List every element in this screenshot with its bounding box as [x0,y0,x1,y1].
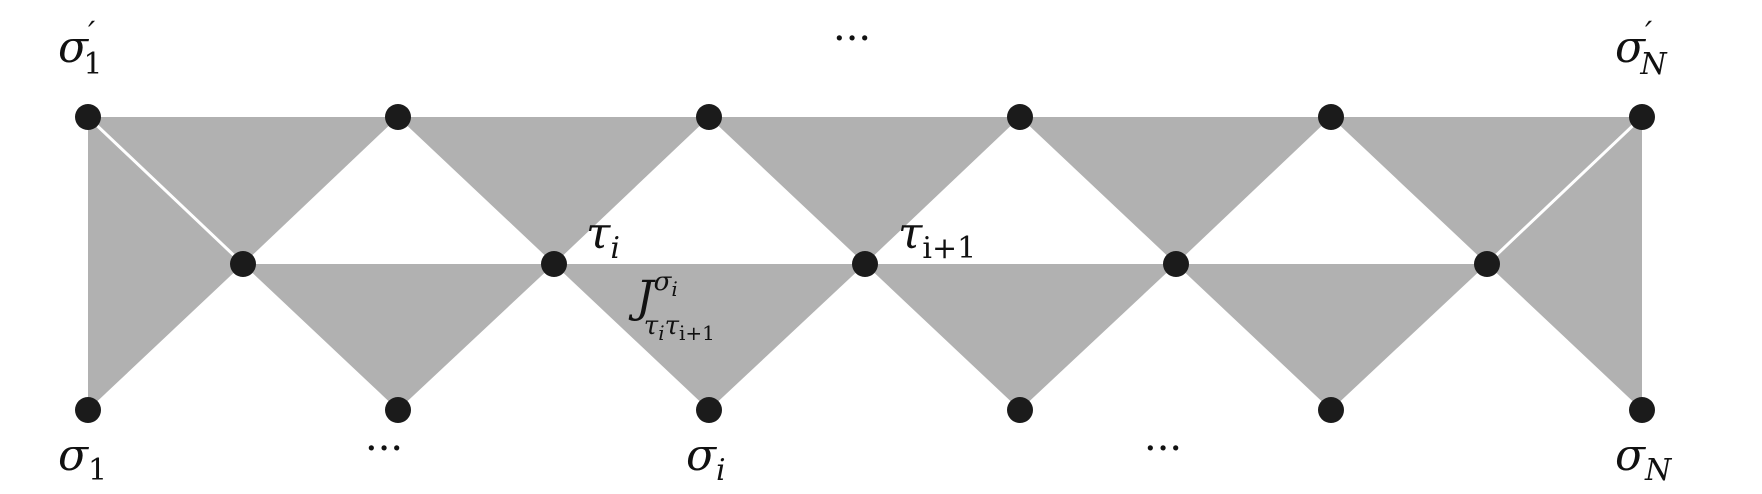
node-top-5 [1629,104,1655,130]
node-top-1 [385,104,411,130]
node-top-0 [75,104,101,130]
label-sigma-1: σ1 [58,430,107,488]
triangle-top-2 [709,117,1020,264]
label-sigma-prime-n: σ′N [1615,14,1668,82]
triangle-bottom-2 [865,264,1176,410]
node-middle-3 [1163,251,1189,277]
node-middle-4 [1474,251,1500,277]
edge-left-divider [86,115,245,266]
node-bottom-0 [75,397,101,423]
node-top-2 [696,104,722,130]
node-bottom-3 [1007,397,1033,423]
triangle-left [88,117,243,410]
node-middle-1 [541,251,567,277]
node-top-3 [1007,104,1033,130]
ellipsis-top: ··· [833,16,871,62]
triangle-top-4 [1331,117,1642,264]
triangle-bottom-3 [1176,264,1487,410]
label-sigma-i: σi [686,430,726,488]
ellipsis-bottom-right: ··· [1144,426,1182,472]
label-sigma-prime-1: σ′1 [58,14,102,82]
node-middle-0 [230,251,256,277]
ellipsis-bottom-left: ··· [365,426,403,472]
triangle-bottom-0 [243,264,554,410]
triangle-top-0 [88,117,398,264]
node-bottom-1 [385,397,411,423]
triangle-top-3 [1020,117,1331,264]
edge-right-divider [1485,115,1644,266]
label-tau-i-plus-1: τi+1 [898,208,976,266]
nodes [75,104,1655,423]
triangle-bottom-1 [554,264,865,410]
shaded-triangles [88,117,1642,410]
label-tau-i: τi [586,208,620,266]
node-bottom-2 [696,397,722,423]
node-top-4 [1318,104,1344,130]
triangle-right [1487,117,1642,410]
white-edges [86,115,1644,266]
label-sigma-n: σN [1615,430,1673,488]
node-bottom-4 [1318,397,1344,423]
triangle-top-1 [398,117,709,264]
node-bottom-5 [1629,397,1655,423]
node-middle-2 [852,251,878,277]
